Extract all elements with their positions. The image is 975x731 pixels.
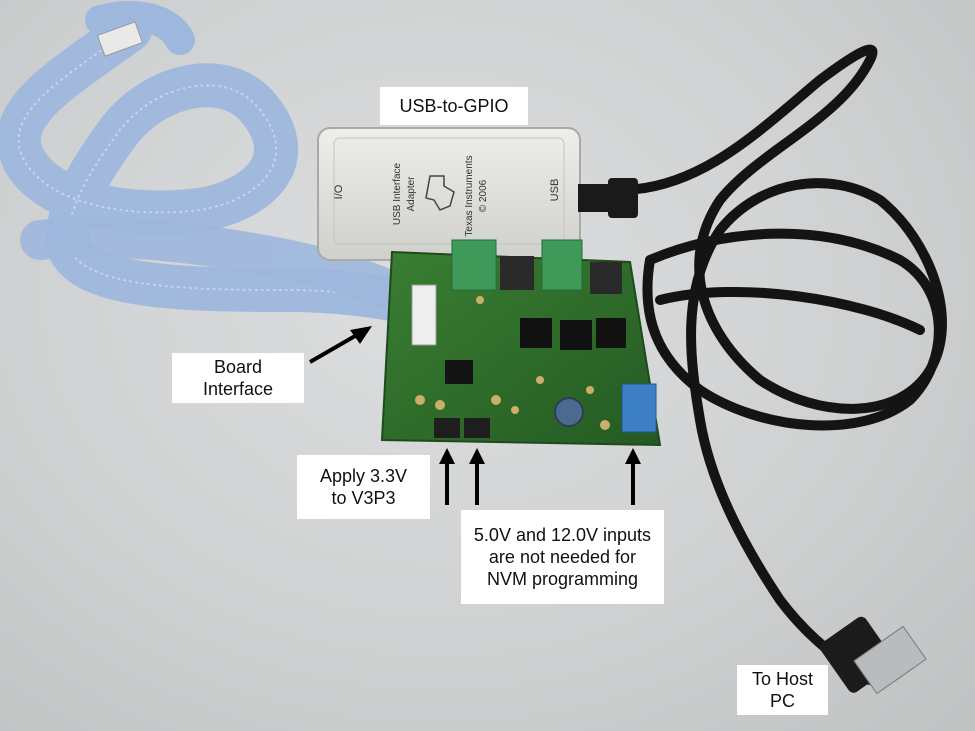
label-board-interface: Board Interface [172, 353, 304, 403]
label-inputs-note: 5.0V and 12.0V inputs are not needed for… [461, 510, 664, 604]
label-usb-to-gpio: USB-to-GPIO [380, 87, 528, 125]
adapter-brand-2: © 2006 [478, 179, 489, 212]
adapter-title-2: Adapter [406, 176, 417, 212]
adapter-print: I/O USB Interface Adapter Texas Instrume… [333, 155, 561, 236]
ribbon-connector [96, 21, 144, 57]
adapter-title-1: USB Interface [392, 162, 403, 225]
ti-logo-icon [425, 175, 455, 211]
adapter-io-text: I/O [333, 184, 345, 199]
usb-plug [820, 616, 927, 695]
adapter-usb-text: USB [549, 179, 561, 202]
usb-cable [615, 44, 947, 685]
adapter-brand-1: Texas Instruments [464, 155, 475, 236]
arrows [309, 326, 641, 505]
pcb-board [380, 239, 662, 447]
label-apply-voltage: Apply 3.3V to V3P3 [297, 455, 430, 519]
arrow-board-interface [309, 330, 363, 364]
usb-adapter [317, 127, 638, 261]
label-to-host-pc: To Host PC [737, 665, 828, 715]
